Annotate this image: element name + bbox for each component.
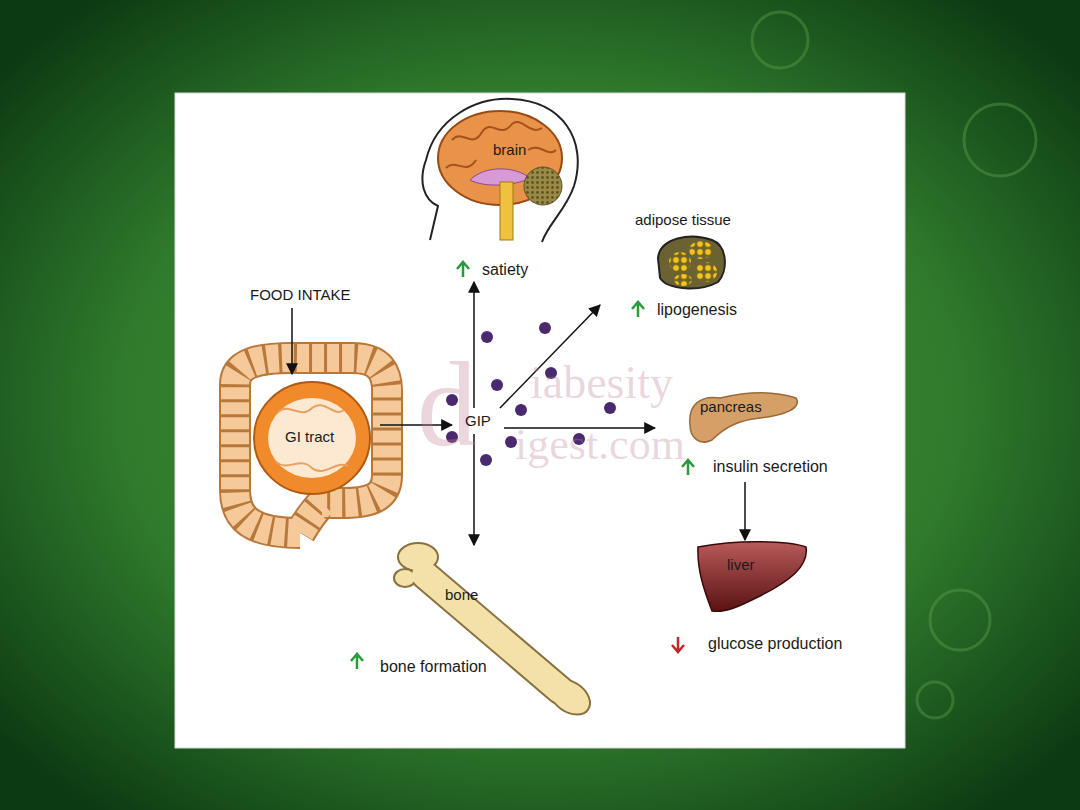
organ-name: brain: [493, 141, 526, 158]
brain-node: brain satiety: [425, 100, 575, 282]
organ-name: bone: [445, 586, 478, 603]
adipose-node: adipose tissue lipogenesis: [600, 205, 755, 323]
food-arrow: [291, 308, 293, 374]
effect-label: satiety: [482, 261, 528, 279]
liver-node: liver glucose production: [670, 540, 860, 660]
connector-arrow: [744, 482, 746, 540]
decrease-arrow: [672, 637, 684, 652]
watermark: d: [417, 339, 477, 471]
gi-tract-illustration: [235, 358, 387, 533]
increase-arrow: [632, 302, 644, 317]
adipose-illustration: [658, 237, 725, 289]
liver-illustration: [698, 542, 806, 612]
watermark: iabesity: [530, 358, 673, 409]
watermark: igest.com: [515, 421, 685, 469]
effect-label: glucose production: [708, 635, 842, 653]
organ-name: GI tract: [285, 428, 334, 445]
hormone-node: GIP: [452, 408, 504, 434]
increase-arrow: [351, 654, 363, 669]
increase-arrow: [457, 262, 469, 277]
hormone-name: GIP: [465, 412, 491, 429]
effect-label: insulin secretion: [713, 458, 828, 476]
pancreas-node: pancreas insulin secretion: [655, 385, 845, 482]
brain-illustration: [422, 99, 577, 242]
organ-name: pancreas: [700, 398, 762, 415]
bone-node: bone bone formation: [345, 545, 595, 720]
white-panel: [175, 93, 905, 748]
input-label: FOOD INTAKE: [250, 287, 351, 304]
gi-tract-node: GI tract: [215, 350, 380, 540]
organ-name: liver: [727, 556, 755, 573]
effect-label: lipogenesis: [657, 301, 737, 319]
organ-name: adipose tissue: [635, 211, 731, 228]
pancreas-illustration: [690, 393, 797, 442]
effect-label: bone formation: [380, 658, 487, 676]
bone-illustration: [394, 543, 597, 722]
